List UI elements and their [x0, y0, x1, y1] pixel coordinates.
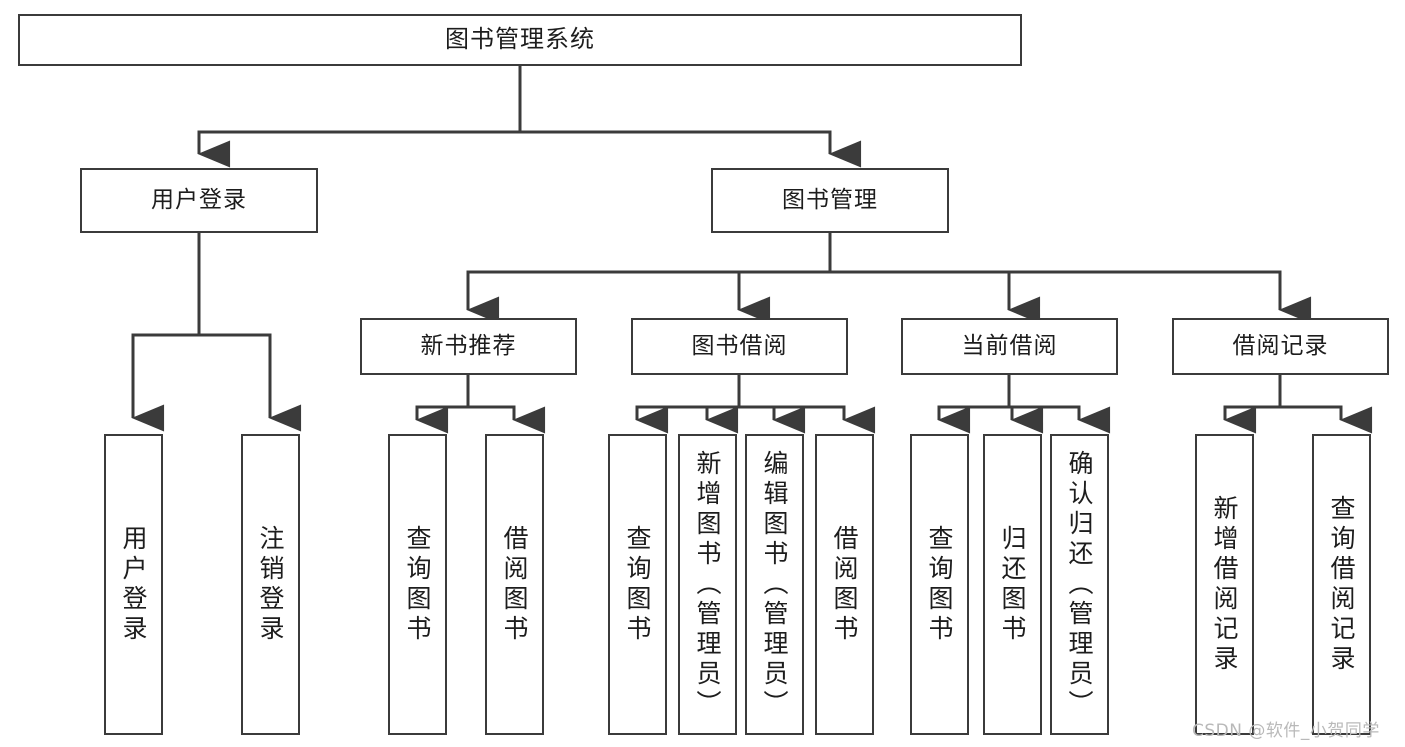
node-leaf-confirm-return[interactable]: 确认归还（管理员）	[1050, 434, 1109, 735]
node-leaf-add-book[interactable]: 新增图书（管理员）	[678, 434, 737, 735]
node-leaf-query-book-3-label: 查询图书	[925, 524, 954, 645]
node-leaf-user-logout[interactable]: 注销登录	[241, 434, 300, 735]
node-leaf-add-book-label: 新增图书（管理员）	[693, 449, 722, 720]
node-leaf-query-record-label: 查询借阅记录	[1327, 494, 1356, 675]
node-leaf-add-record[interactable]: 新增借阅记录	[1195, 434, 1254, 735]
node-leaf-user-login[interactable]: 用户登录	[104, 434, 163, 735]
node-book-borrow[interactable]: 图书借阅	[631, 318, 848, 375]
node-root[interactable]: 图书管理系统	[18, 14, 1022, 66]
node-user-login[interactable]: 用户登录	[80, 168, 318, 233]
node-leaf-query-book-3[interactable]: 查询图书	[910, 434, 969, 735]
csdn-watermark: CSDN @软件_小贺同学	[1192, 721, 1380, 741]
node-borrow-record-label: 借阅记录	[1232, 333, 1329, 360]
node-book-borrow-label: 图书借阅	[691, 333, 788, 360]
node-leaf-query-book-2[interactable]: 查询图书	[608, 434, 667, 735]
node-leaf-borrow-book-2-label: 借阅图书	[830, 524, 859, 645]
node-leaf-borrow-book-2[interactable]: 借阅图书	[815, 434, 874, 735]
node-leaf-return-book-label: 归还图书	[998, 524, 1027, 645]
node-leaf-query-book-2-label: 查询图书	[623, 524, 652, 645]
node-new-book-recommend[interactable]: 新书推荐	[360, 318, 577, 375]
node-current-borrow[interactable]: 当前借阅	[901, 318, 1118, 375]
node-leaf-user-logout-label: 注销登录	[256, 524, 285, 645]
node-borrow-record[interactable]: 借阅记录	[1172, 318, 1389, 375]
node-current-borrow-label: 当前借阅	[961, 333, 1058, 360]
node-book-manage-label: 图书管理	[782, 187, 878, 214]
node-leaf-query-book-1-label: 查询图书	[403, 524, 432, 645]
node-leaf-borrow-book-1[interactable]: 借阅图书	[485, 434, 544, 735]
node-leaf-add-record-label: 新增借阅记录	[1210, 494, 1239, 675]
node-root-label: 图书管理系统	[445, 25, 595, 54]
node-leaf-edit-book-label: 编辑图书（管理员）	[760, 449, 789, 720]
node-user-login-label: 用户登录	[151, 187, 247, 214]
node-leaf-borrow-book-1-label: 借阅图书	[500, 524, 529, 645]
node-leaf-return-book[interactable]: 归还图书	[983, 434, 1042, 735]
node-leaf-edit-book[interactable]: 编辑图书（管理员）	[745, 434, 804, 735]
node-leaf-query-record[interactable]: 查询借阅记录	[1312, 434, 1371, 735]
node-new-book-recommend-label: 新书推荐	[420, 333, 517, 360]
node-leaf-query-book-1[interactable]: 查询图书	[388, 434, 447, 735]
node-leaf-confirm-return-label: 确认归还（管理员）	[1065, 449, 1094, 720]
node-leaf-user-login-label: 用户登录	[119, 524, 148, 645]
node-book-manage[interactable]: 图书管理	[711, 168, 949, 233]
